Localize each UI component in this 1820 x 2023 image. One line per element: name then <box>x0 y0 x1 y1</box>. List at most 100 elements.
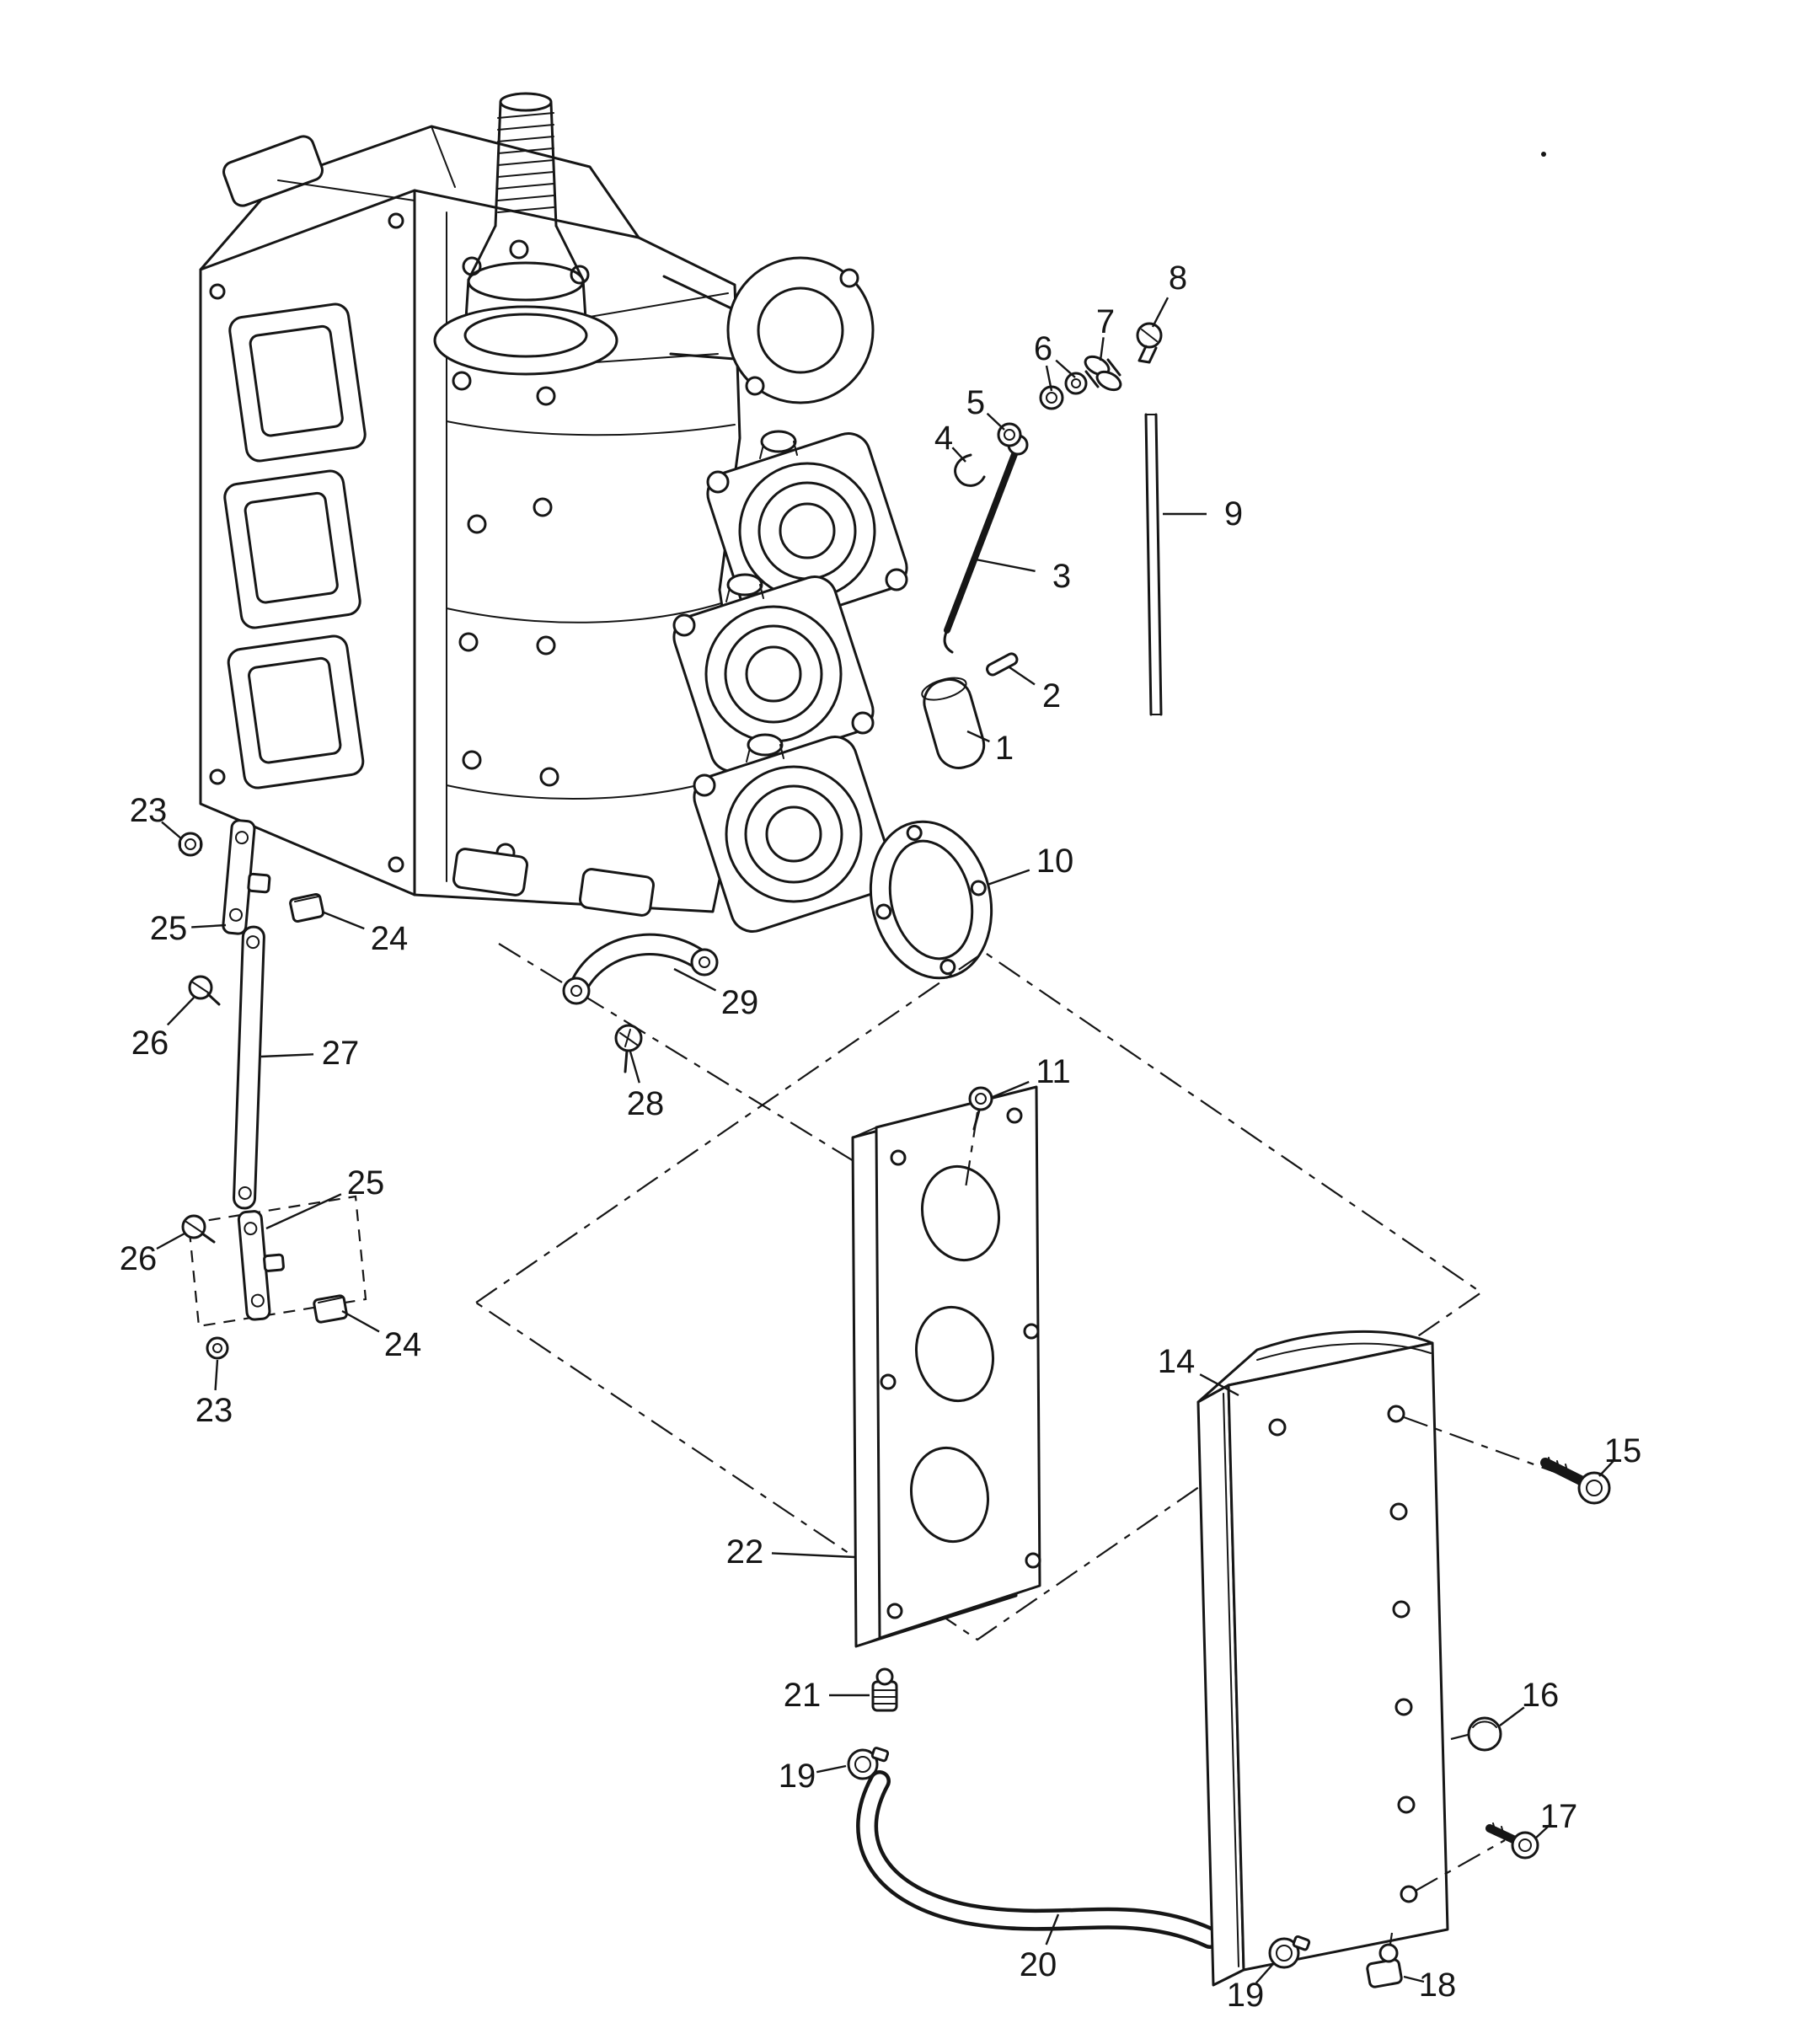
callout-label-29: 29 <box>721 984 759 1021</box>
callout-label-10: 10 <box>1036 843 1074 880</box>
hose-clamp-19-top <box>847 1747 890 1780</box>
callout-label-9: 9 <box>1224 495 1243 533</box>
leader-lines <box>156 297 1614 1984</box>
callout-leader-1 <box>966 730 990 743</box>
hose-clamp-19-bottom <box>1268 1935 1311 1969</box>
water-fitting-21 <box>871 1667 898 1712</box>
link-clip-4 <box>954 453 986 487</box>
callout-label-5: 5 <box>966 384 985 421</box>
callout-label-17: 17 <box>1540 1798 1578 1835</box>
callout-leader-8 <box>1151 297 1170 328</box>
callout-label-23b: 23 <box>195 1392 233 1429</box>
exhaust-cover-14 <box>1196 1330 1449 1987</box>
callout-leader-22 <box>771 1552 855 1559</box>
callout-leader-6 <box>1045 365 1053 392</box>
screw-26-top <box>188 975 221 1006</box>
callout-leader-11 <box>992 1080 1030 1099</box>
clip-24-top <box>289 892 325 923</box>
strap-screw-28 <box>614 1024 643 1073</box>
callout-leader-14 <box>1199 1373 1239 1397</box>
callout-leader-18 <box>1403 1975 1425 1983</box>
callout-leader-17 <box>1534 1824 1550 1839</box>
callout-leader-2 <box>1009 666 1036 686</box>
callout-leader-15 <box>1598 1460 1614 1477</box>
fuel-filter-1 <box>921 677 986 769</box>
callout-label-14: 14 <box>1158 1343 1196 1380</box>
water-hose-20 <box>856 1770 1221 1949</box>
callout-leader-26b <box>156 1232 185 1250</box>
callout-label-26a: 26 <box>131 1025 169 1062</box>
elbow-fitting-18 <box>1366 1943 1403 1988</box>
link-rod-3 <box>943 434 1029 654</box>
callout-label-27: 27 <box>322 1035 360 1072</box>
callout-leader-23a <box>161 821 183 840</box>
bracket-25-bottom <box>237 1210 285 1321</box>
retainer-strap-29 <box>562 933 719 1005</box>
callout-label-25b: 25 <box>347 1164 385 1201</box>
cover-hardware <box>1268 1416 1611 1988</box>
pin-2 <box>986 652 1019 677</box>
callout-leader-28 <box>629 1051 640 1084</box>
engine-block <box>199 92 875 917</box>
callout-leader-10 <box>987 869 1030 886</box>
callout-label-2: 2 <box>1042 677 1061 714</box>
callout-label-28: 28 <box>627 1085 665 1122</box>
callout-label-8: 8 <box>1169 260 1187 297</box>
callout-leader-7 <box>1099 337 1105 361</box>
callout-leader-19b <box>1255 1964 1273 1984</box>
callout-leader-16 <box>1499 1706 1525 1726</box>
callout-label-21: 21 <box>784 1677 822 1714</box>
callout-label-1: 1 <box>995 730 1014 767</box>
callout-leader-25a <box>191 923 227 929</box>
callout-label-25a: 25 <box>150 910 188 947</box>
scan-speck <box>1541 152 1546 157</box>
callout-leader-24b <box>341 1309 380 1333</box>
cover-plug-16 <box>1467 1716 1502 1752</box>
callout-leader-25b <box>265 1193 342 1230</box>
callout-leader-6 <box>1055 359 1076 378</box>
callout-leader-5 <box>986 412 1005 431</box>
callout-leader-29 <box>673 967 717 992</box>
callout-label-4: 4 <box>934 420 953 457</box>
callout-leader-23b <box>214 1359 219 1391</box>
callout-label-26b: 26 <box>120 1240 158 1277</box>
crankshaft-stub <box>433 92 618 376</box>
callout-label-16: 16 <box>1522 1677 1560 1714</box>
callout-label-11: 11 <box>1036 1053 1071 1090</box>
spacer-bushing-7 <box>1084 355 1122 392</box>
fuel-tube-9 <box>1144 413 1163 716</box>
callout-labels: 1234567891011141516171819192021222323242… <box>120 260 1642 2014</box>
callout-leader-19a <box>816 1764 847 1774</box>
callout-label-23a: 23 <box>130 792 168 829</box>
shift-linkage-parts <box>178 819 367 1360</box>
callout-label-19a: 19 <box>779 1758 816 1795</box>
callout-label-22: 22 <box>726 1533 764 1571</box>
clip-24-bottom <box>313 1294 348 1324</box>
screw-26-bottom <box>181 1214 216 1244</box>
callout-label-24a: 24 <box>371 920 409 957</box>
callout-label-19b: 19 <box>1227 1977 1265 2014</box>
construction-lines <box>474 943 1483 1641</box>
callout-leader-26a <box>166 997 195 1026</box>
callout-label-24b: 24 <box>384 1326 422 1363</box>
carburetor-gasket-10 <box>869 820 993 980</box>
gasket-bolt-11 <box>968 1086 993 1131</box>
link-strip-27 <box>233 925 265 1210</box>
exhaust-ports <box>223 302 367 789</box>
callout-label-20: 20 <box>1020 1946 1057 1983</box>
nut-23-top <box>178 832 203 857</box>
washer-23-bottom <box>206 1336 229 1360</box>
throttle-linkage-hardware <box>921 322 1163 769</box>
callout-label-7: 7 <box>1096 303 1115 340</box>
callout-leader-3 <box>975 558 1036 573</box>
callout-leader-24a <box>321 910 365 930</box>
callout-leader-27 <box>260 1053 314 1058</box>
callout-leader-20 <box>1045 1913 1060 1945</box>
callout-leader-4 <box>951 447 966 463</box>
bracket-outline-dashed <box>187 1195 367 1328</box>
callout-label-18: 18 <box>1419 1967 1457 2004</box>
exhaust-gasket-plate-22 <box>851 1085 1041 1648</box>
bracket-25-top <box>222 819 271 935</box>
